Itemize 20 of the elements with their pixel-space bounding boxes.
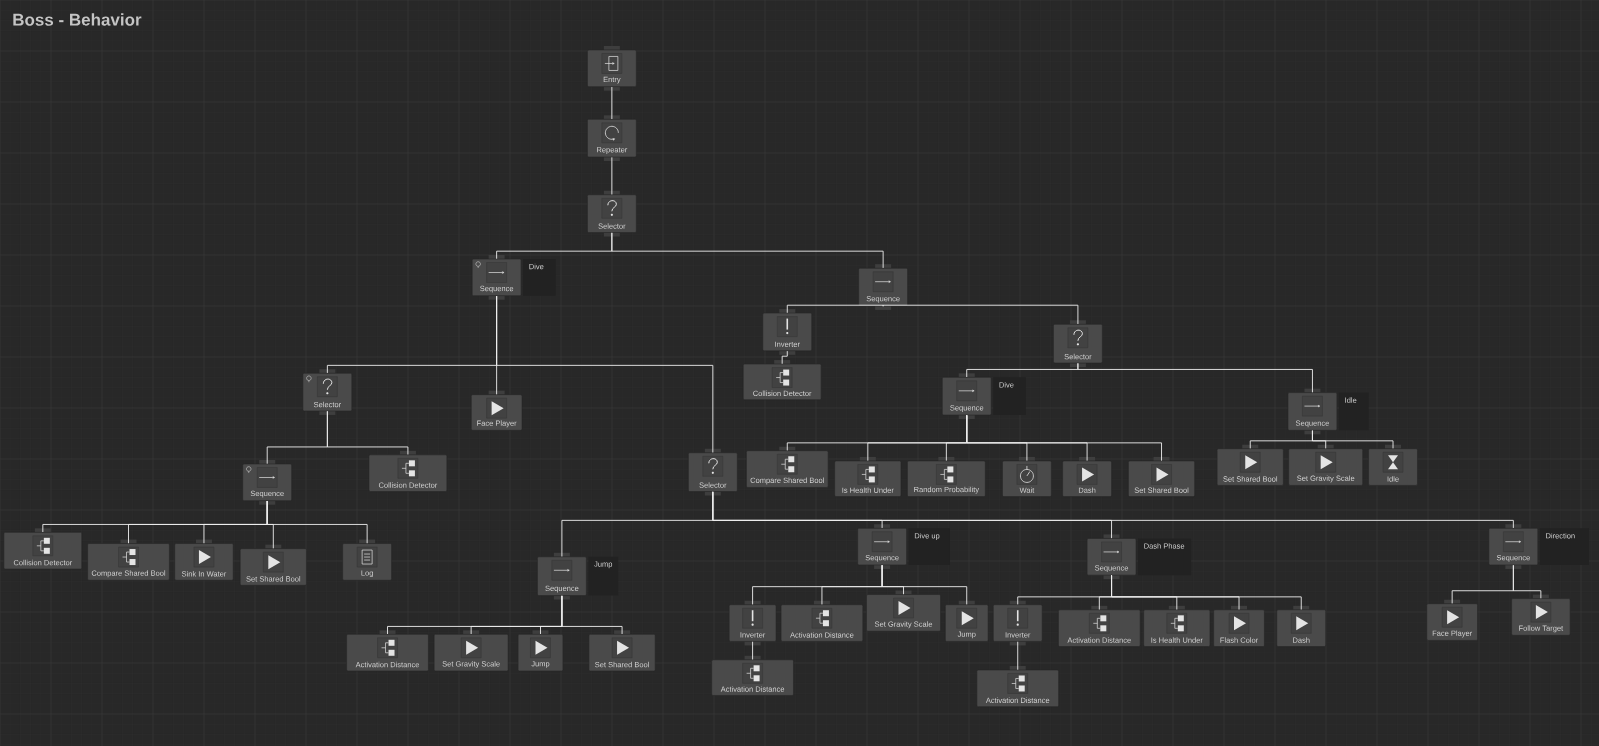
connector xyxy=(712,491,1514,529)
connector xyxy=(561,595,623,635)
connector xyxy=(1017,641,1019,671)
connector xyxy=(326,410,409,455)
connector xyxy=(611,232,884,269)
connector xyxy=(786,304,884,314)
connector xyxy=(752,641,754,660)
connector xyxy=(611,156,613,195)
connector xyxy=(881,564,968,605)
diagram-title: Boss - Behavior xyxy=(13,13,142,26)
connector xyxy=(781,350,788,365)
connector xyxy=(1111,575,1302,610)
connector xyxy=(966,414,1162,462)
connector xyxy=(1312,430,1394,449)
connector xyxy=(611,86,613,120)
connector xyxy=(266,500,368,544)
connector xyxy=(1512,564,1542,599)
connector xyxy=(496,295,714,453)
connector xyxy=(1077,362,1313,393)
connector xyxy=(882,304,1079,325)
